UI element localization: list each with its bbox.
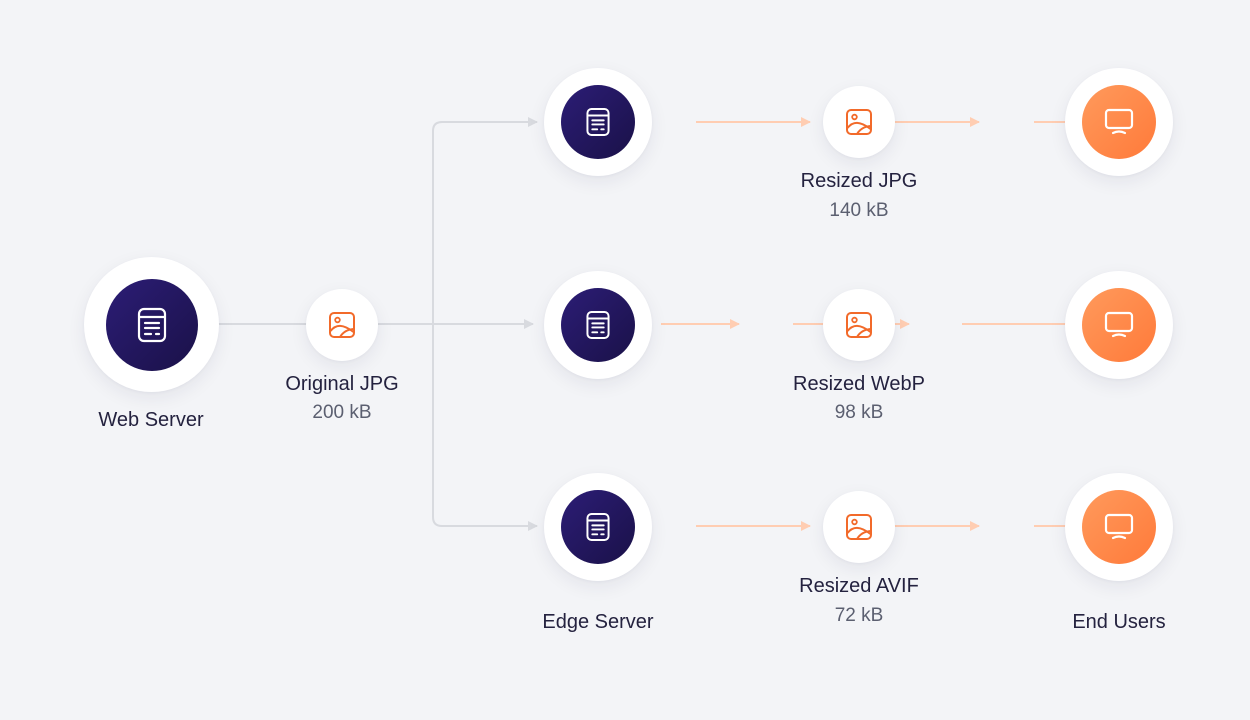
web-server-node (84, 257, 219, 392)
connector-branch-vertical (432, 121, 443, 527)
variant-image-node (823, 86, 895, 158)
server-icon (137, 307, 166, 342)
end-users-label: End Users (1072, 611, 1166, 633)
edge-server-node (544, 68, 652, 176)
original-image-size: 200 kB (312, 402, 372, 423)
variant-label: Resized JPG (800, 170, 918, 192)
variant-size: 98 kB (834, 402, 884, 423)
variant-label: Resized WebP (793, 373, 925, 395)
image-icon (329, 312, 355, 338)
monitor-icon (1104, 513, 1134, 540)
server-icon (586, 311, 610, 339)
variant-label: Resized AVIF (799, 575, 919, 597)
end-user-node (1065, 473, 1173, 581)
server-icon (586, 513, 610, 541)
image-icon (846, 109, 872, 135)
variant-image-node (823, 289, 895, 361)
variant-image-node (823, 491, 895, 563)
original-image-label: Original JPG (285, 373, 399, 395)
image-icon (846, 514, 872, 540)
variant-size: 140 kB (829, 200, 889, 221)
edge-server-node (544, 473, 652, 581)
variant-size: 72 kB (834, 605, 884, 626)
monitor-icon (1104, 108, 1134, 135)
monitor-icon (1104, 311, 1134, 338)
server-icon (586, 108, 610, 136)
image-icon (846, 312, 872, 338)
end-user-node (1065, 68, 1173, 176)
original-image-node (306, 289, 378, 361)
edge-server-label: Edge Server (542, 611, 654, 633)
web-server-label: Web Server (98, 409, 204, 431)
end-user-node (1065, 271, 1173, 379)
edge-server-node (544, 271, 652, 379)
